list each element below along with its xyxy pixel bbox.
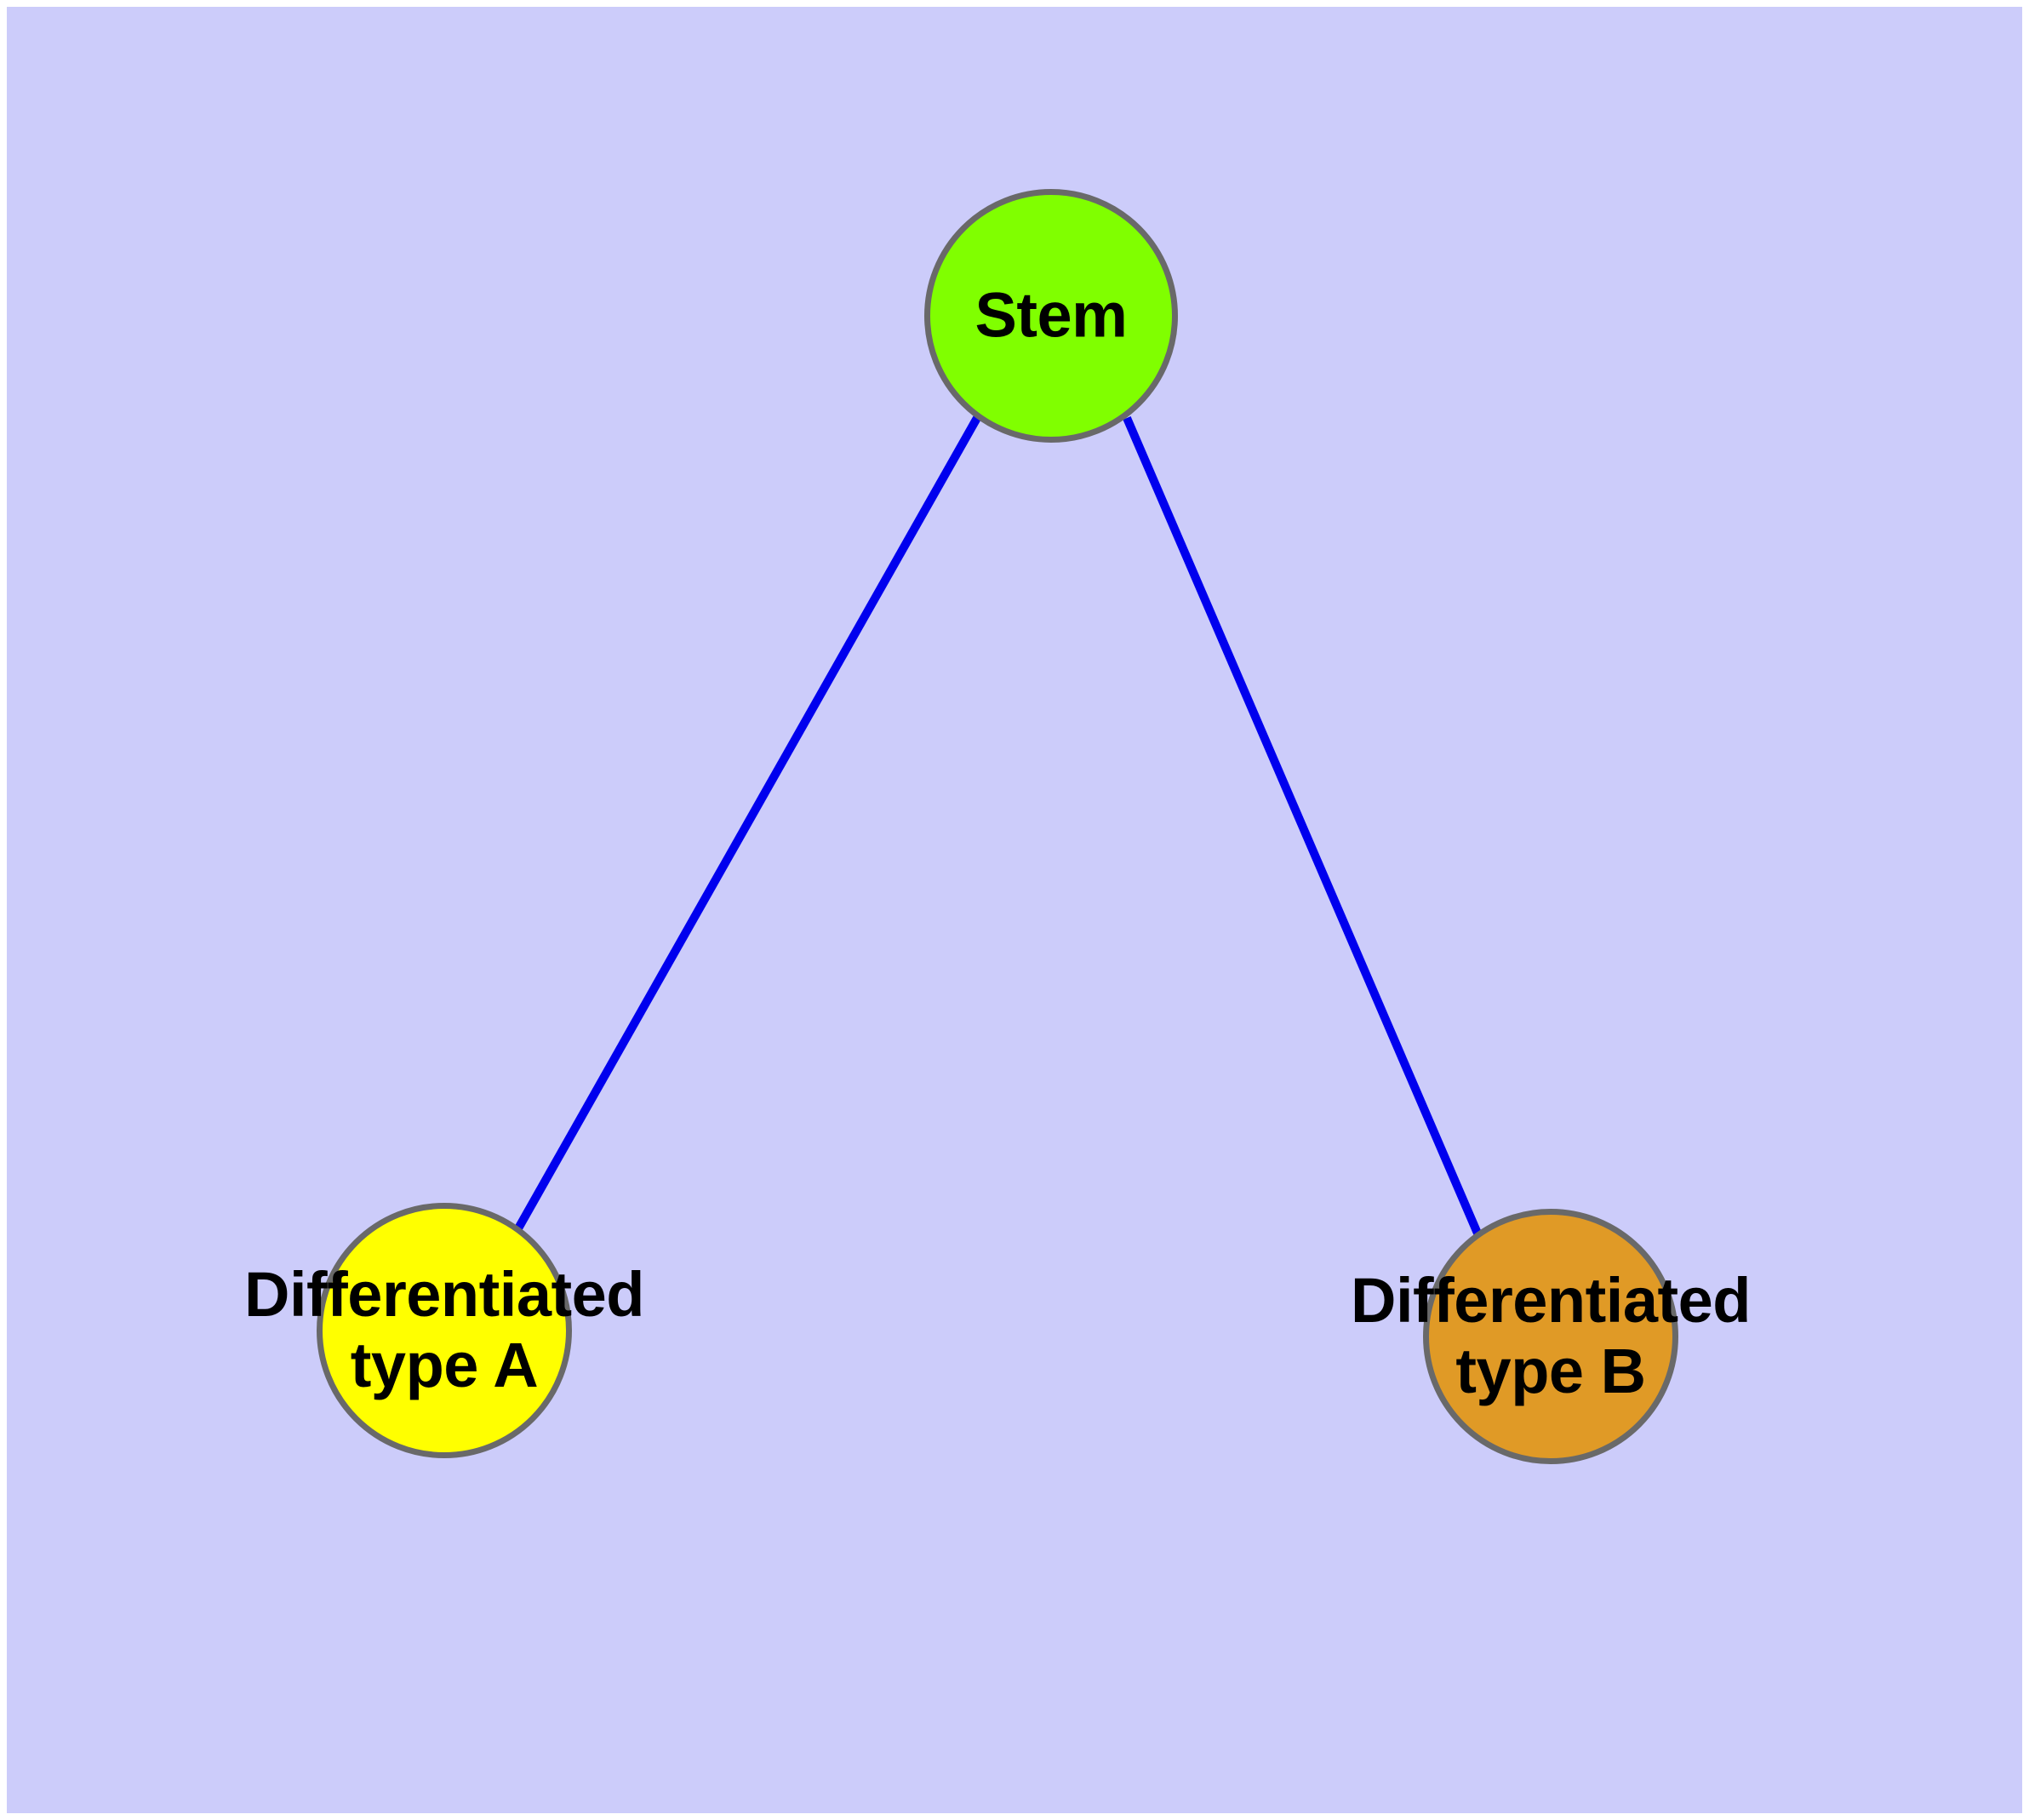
node-stem[interactable] <box>924 189 1178 443</box>
edge-stem-to-differentiated-type-b[interactable] <box>1123 416 1483 1237</box>
edge-stem-to-differentiated-type-a[interactable] <box>514 415 981 1231</box>
node-differentiated-type-a[interactable] <box>317 1203 572 1458</box>
edge-layer <box>514 415 1483 1237</box>
node-differentiated-type-b[interactable] <box>1423 1209 1678 1464</box>
